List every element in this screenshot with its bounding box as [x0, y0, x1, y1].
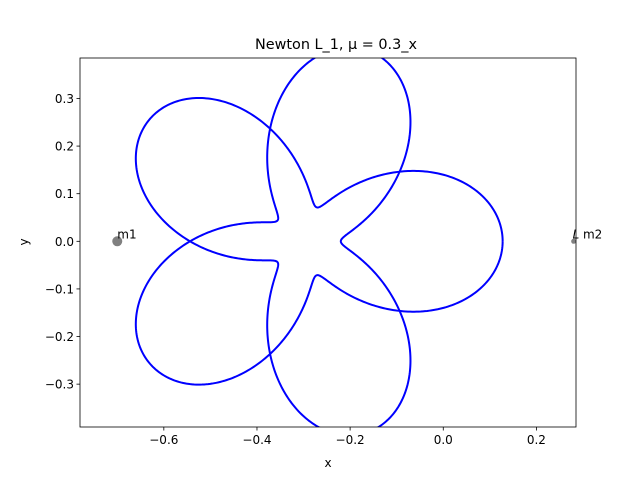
point-label-m1: m1 — [117, 227, 136, 241]
x-tick-label: 0.2 — [527, 433, 546, 447]
x-tick-label: −0.6 — [149, 433, 178, 447]
y-tick-label: −0.3 — [45, 378, 74, 392]
orbit-trajectory — [134, 58, 504, 427]
x-axis-ticks: −0.6 −0.4 −0.2 0.0 0.2 — [149, 427, 546, 447]
x-tick-label: −0.4 — [242, 433, 271, 447]
y-tick-label: −0.1 — [45, 282, 74, 296]
y-tick-label: 0.2 — [55, 140, 74, 154]
y-axis-ticks: −0.3 −0.2 −0.1 0.0 0.1 0.2 0.3 — [45, 92, 80, 392]
axes-frame — [79, 57, 577, 428]
x-axis-label: x — [324, 456, 331, 470]
x-tick-label: 0.0 — [434, 433, 453, 447]
y-tick-label: 0.0 — [55, 235, 74, 249]
point-label-m2: m2 — [583, 227, 602, 241]
body-markers — [112, 236, 576, 247]
y-tick-label: 0.1 — [55, 187, 74, 201]
y-tick-label: −0.2 — [45, 330, 74, 344]
point-m1 — [112, 236, 123, 247]
plot-area — [112, 58, 576, 427]
y-tick-label: 0.3 — [55, 92, 74, 106]
point-l — [571, 238, 576, 244]
y-axis-label: y — [17, 238, 31, 245]
x-tick-label: −0.2 — [336, 433, 365, 447]
chart-title: Newton L_1, μ = 0.3_x — [255, 37, 417, 53]
